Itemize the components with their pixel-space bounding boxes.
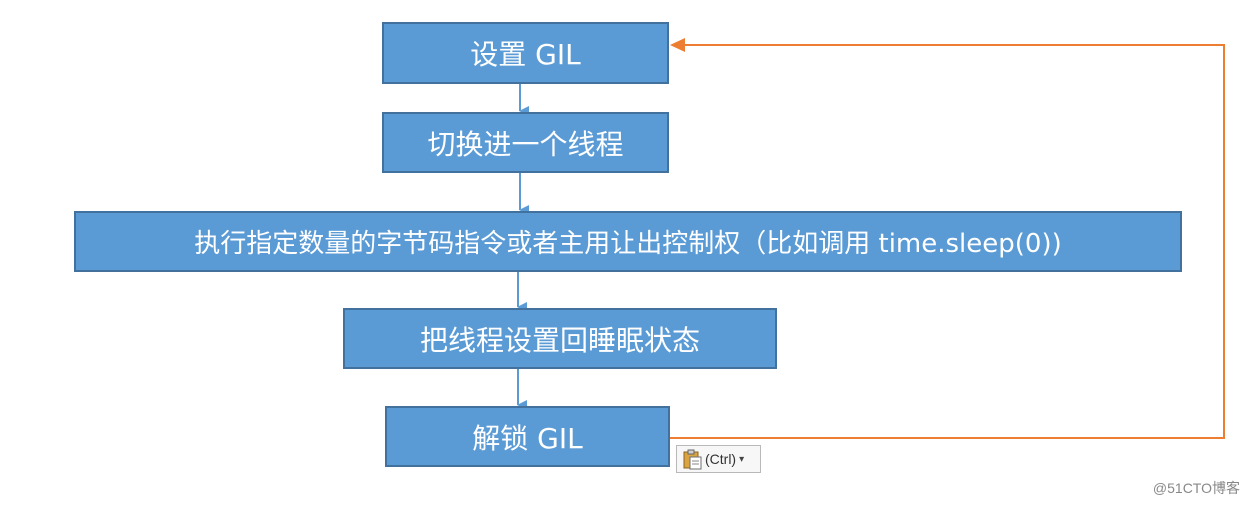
step-execute-bytecode-label: 执行指定数量的字节码指令或者主用让出控制权（比如调用 time.sleep(0)… xyxy=(194,229,1062,259)
watermark: @51CTO博客 xyxy=(1152,480,1240,496)
step-execute-bytecode: 执行指定数量的字节码指令或者主用让出控制权（比如调用 time.sleep(0)… xyxy=(74,211,1182,272)
step-unlock-gil: 解锁 GIL xyxy=(385,406,670,467)
step-switch-thread-label: 切换进一个线程 xyxy=(427,127,624,161)
clipboard-icon xyxy=(683,449,702,470)
step-thread-sleep: 把线程设置回睡眠状态 xyxy=(343,308,777,369)
step-thread-sleep-label: 把线程设置回睡眠状态 xyxy=(419,323,700,357)
step-switch-thread: 切换进一个线程 xyxy=(382,112,669,173)
paste-options-label: (Ctrl) xyxy=(705,451,737,467)
step-unlock-gil-label: 解锁 GIL xyxy=(472,421,583,455)
loop-back-arrowhead xyxy=(670,38,685,52)
step-set-gil: 设置 GIL xyxy=(382,22,669,84)
loop-back-connector xyxy=(670,44,1225,439)
paste-options-button[interactable]: (Ctrl) ▾ xyxy=(676,445,761,473)
step-set-gil-label: 设置 GIL xyxy=(470,38,581,71)
chevron-down-icon: ▾ xyxy=(739,453,745,465)
